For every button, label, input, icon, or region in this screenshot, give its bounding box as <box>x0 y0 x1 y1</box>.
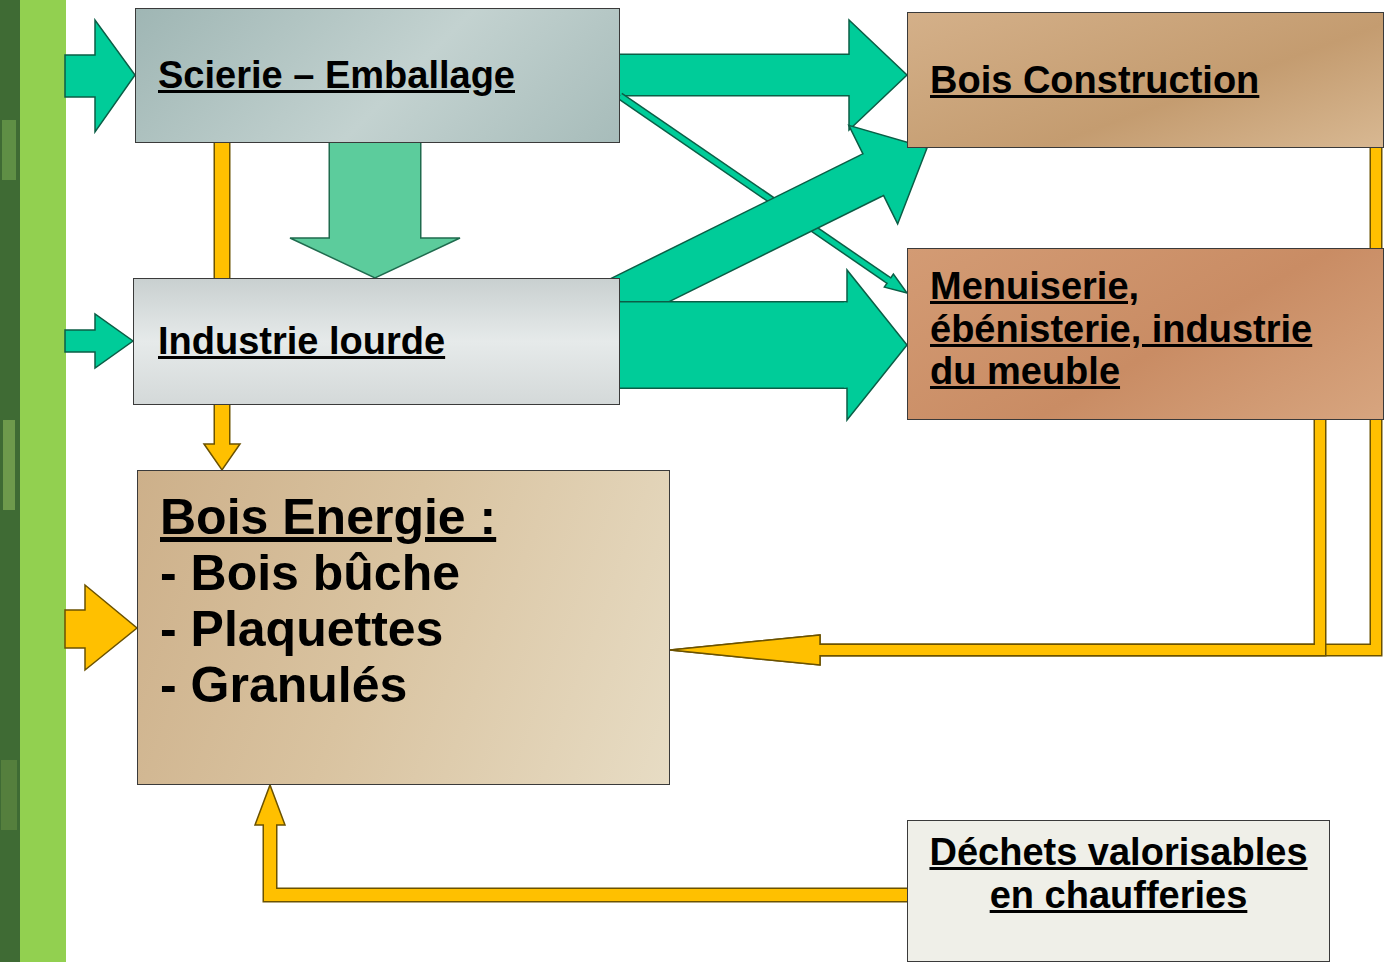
arrow-shaft <box>620 174 874 300</box>
arrow-head <box>290 238 460 278</box>
arrow-joint <box>846 55 851 95</box>
box-label: - Bois bûche <box>160 545 460 601</box>
forest-patch <box>3 420 15 510</box>
source-bar <box>20 0 66 962</box>
input-arrow <box>65 585 137 670</box>
box-label: - Granulés <box>160 657 407 713</box>
box-label: Déchets valorisables en chaufferies <box>918 831 1319 916</box>
arrow-joint <box>330 235 420 240</box>
arrow-head <box>255 785 285 825</box>
flow-arrow <box>620 125 927 300</box>
arrow-shaft-outline <box>214 143 231 278</box>
arrow-joint <box>886 279 890 282</box>
box-label: Bois Energie : <box>160 489 496 545</box>
arrow-shaft <box>215 143 229 278</box>
process-box: Industrie lourde <box>133 278 620 405</box>
process-box: Bois Energie :- Bois bûche- Plaquettes- … <box>137 470 670 785</box>
forest-patch <box>1 760 17 830</box>
forest-patch <box>2 120 16 180</box>
arrow-head <box>670 635 820 665</box>
flow-arrow <box>222 143 223 278</box>
forest-strip <box>0 0 20 962</box>
arrow-shaft-outline <box>270 824 907 895</box>
arrow-joint <box>264 823 276 828</box>
process-box: Déchets valorisables en chaufferies <box>907 820 1330 962</box>
arrow-joint <box>818 645 823 655</box>
flow-arrow <box>670 420 1320 665</box>
arrow-joint <box>844 303 849 388</box>
input-arrow <box>65 314 133 368</box>
box-label: Menuiserie, ébénisterie, industrie du me… <box>930 265 1350 393</box>
box-label: - Plaquettes <box>160 601 443 657</box>
arrow-shaft <box>819 420 1320 650</box>
arrow-shaft-outline <box>620 301 848 389</box>
flow-arrow <box>620 20 907 130</box>
arrow-head <box>849 20 907 130</box>
arrow-head <box>847 270 907 420</box>
box-label: Industrie lourde <box>158 320 445 363</box>
input-arrow <box>65 20 135 132</box>
arrow-head <box>884 274 907 293</box>
arrow-shaft <box>330 143 420 239</box>
flow-arrow <box>290 143 460 278</box>
arrow-shaft-outline <box>329 143 422 239</box>
arrow-joint <box>215 441 229 446</box>
arrow-shaft-outline <box>620 174 874 300</box>
arrow-head <box>670 635 820 665</box>
arrow-joint <box>871 174 875 176</box>
arrow-joint <box>818 645 823 655</box>
process-box: Bois Construction <box>907 12 1384 148</box>
box-label: Scierie – Emballage <box>158 54 515 97</box>
arrow-shaft-outline <box>620 54 850 97</box>
arrow-shaft-outline <box>819 420 1320 650</box>
arrow-shaft-outline <box>214 405 231 445</box>
flow-arrow <box>204 405 240 470</box>
box-label: Bois Construction <box>930 59 1259 102</box>
process-box: Scierie – Emballage <box>135 8 620 143</box>
flow-arrow <box>255 785 907 895</box>
arrow-head <box>204 444 240 470</box>
arrow-shaft <box>270 824 907 895</box>
arrow-shaft <box>620 55 850 95</box>
flow-arrow <box>620 270 907 420</box>
arrow-shaft <box>215 405 229 445</box>
arrow-shaft <box>620 303 848 388</box>
process-box: Menuiserie, ébénisterie, industrie du me… <box>907 248 1384 420</box>
